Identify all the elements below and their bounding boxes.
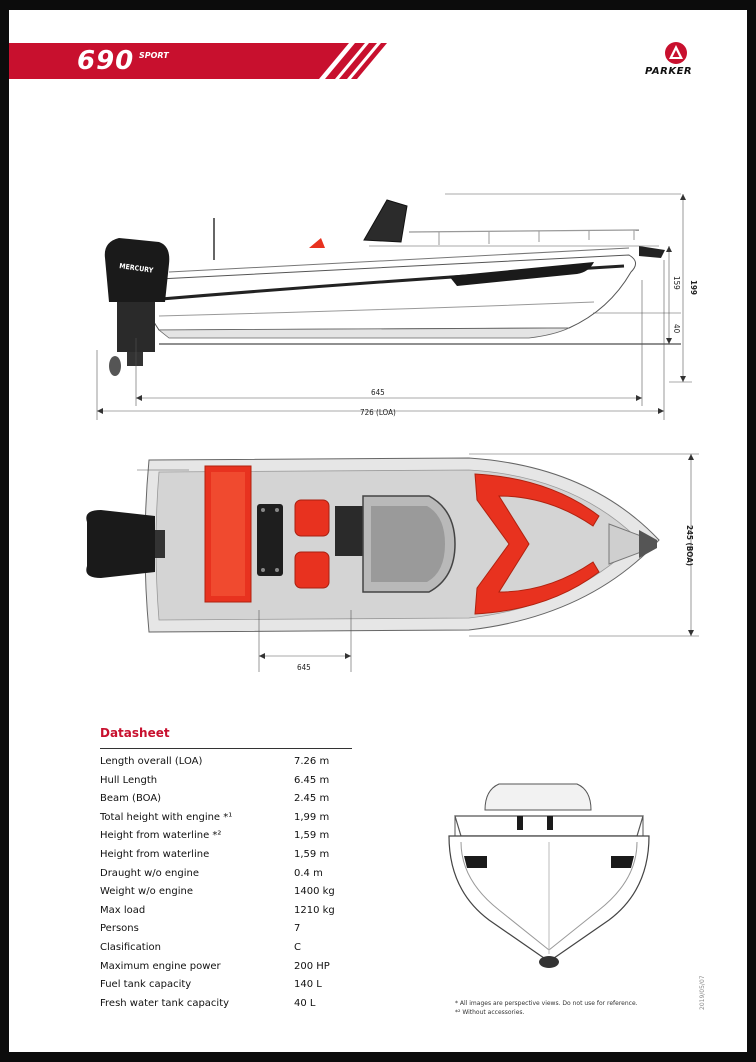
row-label: Persons	[100, 923, 139, 935]
datasheet-title: Datasheet	[100, 726, 170, 740]
row-label: Length overall (LOA)	[100, 756, 203, 767]
row-value: 2.45 m	[294, 793, 330, 805]
row-value: 140 L	[294, 979, 322, 991]
dim-draught: 40	[672, 324, 681, 334]
dim-height-waterline: 159	[672, 276, 681, 290]
row-label: Height from waterline *²	[100, 830, 222, 842]
dim-total-height: 199	[689, 280, 698, 295]
row-label: Height from waterline	[100, 848, 210, 860]
row-label: Weight w/o engine	[100, 886, 193, 898]
brand-name: PARKER	[645, 66, 693, 77]
datasheet-row: Clasification C	[100, 939, 360, 958]
row-value: 1,59 m	[294, 830, 330, 842]
footnote-perspective: * All images are perspective views. Do n…	[455, 1000, 638, 1007]
front-view	[448, 783, 650, 968]
datasheet-row: Persons 7	[100, 920, 360, 939]
dim-loa: 726 (LOA)	[360, 408, 396, 417]
side-view: MERCURY 199 159 40	[96, 193, 698, 420]
header-banner	[9, 43, 387, 79]
datasheet-row: Fresh water tank capacity 40 L	[100, 995, 360, 1014]
dim-cockpit: 645	[297, 663, 311, 672]
datasheet-row: Height from waterline *² 1,59 m	[100, 827, 360, 846]
row-label: Maximum engine power	[100, 960, 221, 972]
datasheet-row: Fuel tank capacity 140 L	[100, 976, 360, 995]
footnote-accessories: *² Without accessories.	[455, 1009, 525, 1016]
row-value: 200 HP	[294, 960, 330, 972]
row-value: 40 L	[294, 997, 316, 1009]
row-value: 0.4 m	[294, 867, 323, 879]
top-view: 245 (BOA) 645	[86, 453, 699, 672]
row-value: 6.45 m	[294, 774, 330, 786]
model-number: 690	[77, 46, 135, 76]
row-label: Clasification	[100, 941, 161, 953]
datasheet-row: Maximum engine power 200 HP	[100, 958, 360, 977]
datasheet-table: Length overall (LOA) 7.26 m Hull Length 6.…	[100, 753, 360, 1013]
datasheet-row: Beam (BOA) 2.45 m	[100, 790, 360, 809]
document-code: 2019/05/07	[699, 975, 706, 1010]
row-label: Fuel tank capacity	[100, 979, 192, 991]
row-label: Draught w/o engine	[100, 867, 200, 879]
row-value: 1,99 m	[294, 811, 330, 823]
row-label: Fresh water tank capacity	[100, 997, 230, 1009]
dim-beam: 245 (BOA)	[685, 525, 694, 566]
row-label: Max load	[100, 904, 146, 916]
row-value: C	[294, 941, 301, 953]
datasheet-row: Draught w/o engine 0.4 m	[100, 865, 360, 884]
datasheet-divider	[100, 748, 352, 749]
datasheet-row: Total height with engine *¹ 1,99 m	[100, 809, 360, 828]
datasheet-row: Weight w/o engine 1400 kg	[100, 883, 360, 902]
brand-logo-icon	[665, 42, 687, 64]
row-label: Hull Length	[100, 774, 158, 786]
row-value: 1400 kg	[294, 886, 335, 898]
spec-sheet: 690 SPORT PARKER	[9, 10, 747, 1052]
row-label: Total height with engine *¹	[100, 811, 233, 823]
datasheet-row: Max load 1210 kg	[100, 902, 360, 921]
technical-drawings: MERCURY 199 159 40	[86, 193, 699, 968]
dim-hull-length: 645	[371, 388, 385, 397]
row-label: Beam (BOA)	[100, 793, 162, 805]
row-value: 1210 kg	[294, 904, 335, 916]
row-value: 7.26 m	[294, 756, 330, 767]
model-variant: SPORT	[139, 51, 169, 60]
datasheet-row: Hull Length 6.45 m	[100, 772, 360, 791]
datasheet-row: Length overall (LOA) 7.26 m	[100, 753, 360, 772]
datasheet-row: Height from waterline 1,59 m	[100, 846, 360, 865]
row-value: 1,59 m	[294, 848, 330, 860]
row-value: 7	[294, 923, 301, 935]
